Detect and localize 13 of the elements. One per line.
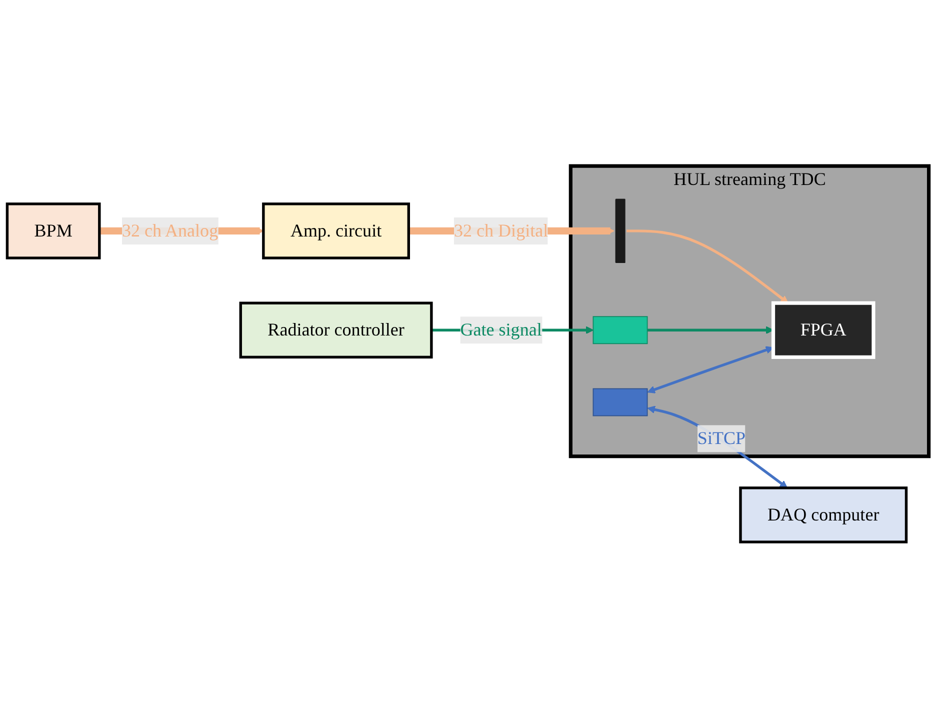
edge-label: Gate signal (460, 320, 542, 340)
edge-label: SiTCP (697, 428, 746, 449)
arrow (647, 406, 788, 488)
node-box: FPGA (771, 301, 876, 359)
node-box: BPM (6, 202, 101, 260)
edge-label: 32 ch Analog (122, 221, 218, 241)
node-box (592, 388, 648, 416)
edge-label: 32 ch Digital (454, 221, 548, 241)
node-box: Radiator controller (239, 302, 433, 358)
node-box: DAQ computer (739, 486, 908, 544)
arrow (626, 230, 788, 304)
node-box (592, 316, 648, 344)
node-box: Amp. circuit (262, 202, 410, 260)
